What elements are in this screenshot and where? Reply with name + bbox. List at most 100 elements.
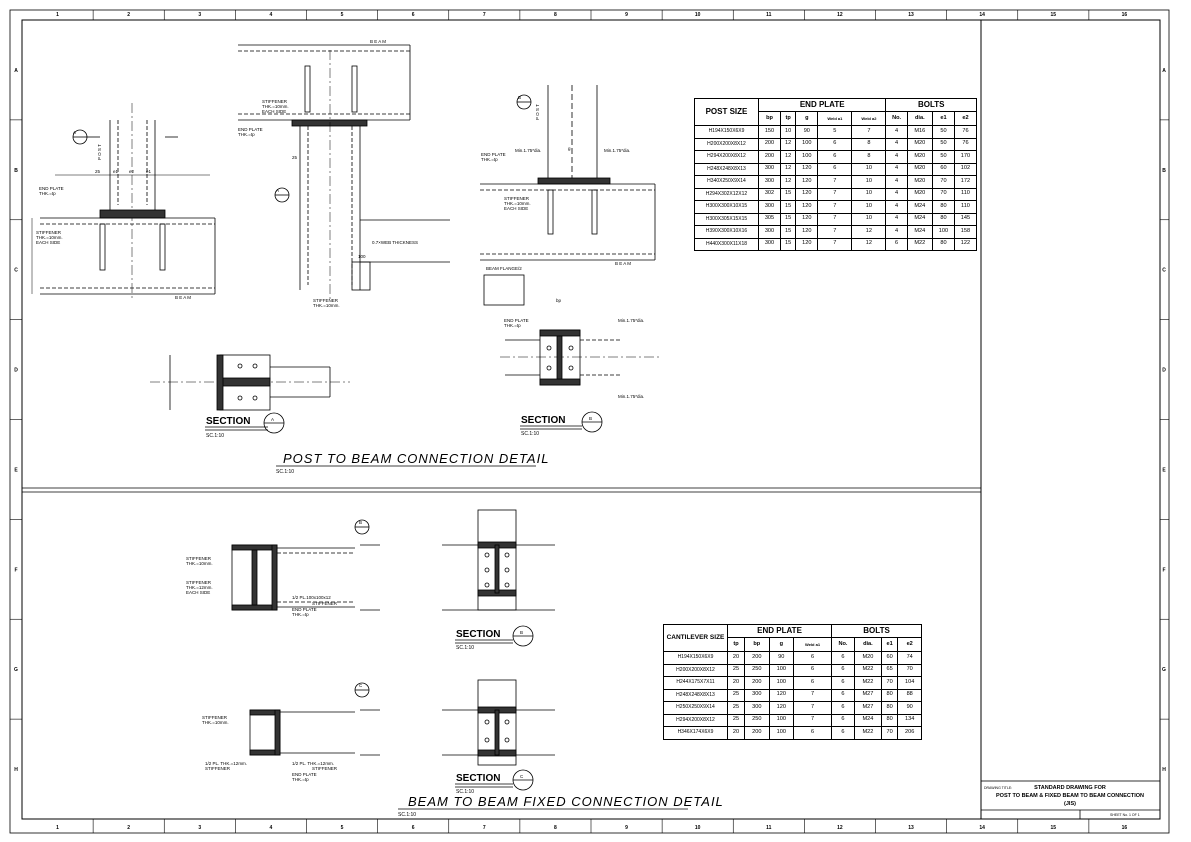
section-a-mark: A [271,417,274,422]
end-plate-label-3: END PLATE [481,152,506,157]
grid-col-label: 9 [625,825,628,831]
grid-col-label: 13 [908,12,914,18]
dim-e1-1: e1 [113,169,119,174]
cut-a-mark: A [73,130,76,135]
dim-25-1: 25 [95,169,101,174]
beam-label-2: B E A M [370,39,386,44]
value-cell: 10 [851,200,887,214]
value-cell: 300 [744,688,770,702]
value-cell: M20 [853,651,882,665]
post-to-beam-elevation-1 [31,103,216,300]
value-cell: 6 [831,688,855,702]
cut-c-mark: C [359,683,363,688]
size-cell: H244X175X7X11 [663,676,728,690]
value-cell: 6 [831,726,855,740]
size-cell: H248X248X8X13 [694,162,759,176]
post-to-beam-elevation-2 [238,44,450,300]
value-cell: 7 [817,187,853,201]
value-cell: 90 [768,651,795,665]
grid-col-label: 5 [341,12,344,18]
section-a-scale: SC.1:10 [206,433,224,439]
cut-b-mark-bottom: B [359,520,362,525]
dim-g-3: g [568,146,571,151]
value-cell: 100 [931,225,955,239]
subheader-cell: bp [758,111,781,126]
value-cell: 300 [758,175,781,189]
value-cell: 110 [953,187,978,201]
subheader-cell: e2 [897,637,922,652]
stiffener-label-c1: STIFFENER [202,715,228,720]
bottom-detail-scale: SC.1:10 [398,812,416,818]
cut-a-mark-2: A [276,188,279,193]
value-cell: 158 [953,225,978,239]
value-cell: M22 [853,726,882,740]
grid-row-label: F [1162,567,1165,573]
value-cell: 7 [817,225,853,239]
value-cell: M24 [853,713,882,727]
half-pl-label: 1/2 PL.100x100x12 [292,595,331,600]
subheader-cell: e2 [953,111,978,126]
grid-row-label: E [1162,467,1166,473]
end-plate-thk-c: THK.=tp [292,777,309,782]
size-cell: H294X200X8X12 [694,150,759,164]
value-cell: 120 [795,187,819,201]
top-detail-title: POST TO BEAM CONNECTION DETAIL [283,451,549,466]
value-cell: 20 [726,651,746,665]
cant-end-plate-header: END PLATE [726,624,833,638]
section-a-view [150,354,350,434]
dim-bp-b: bp [556,298,562,303]
grid-col-label: 11 [766,12,772,18]
value-cell: 300 [758,225,781,239]
size-cell: H300X300X10X15 [694,200,759,214]
value-cell: 170 [953,150,978,164]
value-cell: 4 [885,150,908,164]
value-cell: 10 [779,125,797,139]
value-cell: 6 [792,663,833,677]
stiffener-thk-1: THK.=10mm. [36,235,63,240]
value-cell: 7 [817,175,853,189]
size-cell: H294X200X8X12 [663,713,728,727]
section-b-mark: B [589,416,592,421]
value-cell: M20 [906,150,933,164]
grid-col-label: 10 [695,12,701,18]
title-block-line1: STANDARD DRAWING FOR [1034,785,1106,791]
subheader-cell: dia. [853,637,882,652]
grid-col-label: 1 [56,825,59,831]
size-cell: H390X300X10X16 [694,225,759,239]
value-cell: 6 [831,713,855,727]
grid-row-label: F [14,567,17,573]
value-cell: 50 [931,125,955,139]
value-cell: 120 [795,200,819,214]
value-cell: 70 [880,726,899,740]
value-cell: 20 [726,726,746,740]
value-cell: M20 [906,137,933,151]
value-cell: 76 [953,125,978,139]
section-c-mark: C [520,774,524,779]
value-cell: 70 [880,676,899,690]
value-cell: 6 [817,162,853,176]
half-pl-thk-c1: 1/2 PL. THK.=12mm. [205,761,247,766]
subheader-cell: tp [726,637,746,652]
value-cell: 4 [885,175,908,189]
beam-flange-label: BEAM FLANGE/2 [486,266,522,271]
section-b-bottom-mark: B [520,630,523,635]
half-pl-stiffener: STIFFENER [312,601,338,606]
subheader-cell: e1 [880,637,899,652]
stiffener-thk-3: THK.=10mm. [313,303,340,308]
value-cell: 145 [953,212,978,226]
value-cell: 65 [880,663,899,677]
value-cell: 302 [758,187,781,201]
value-cell: 7 [792,713,833,727]
value-cell: M20 [906,187,933,201]
end-plate-label-b: END PLATE [504,318,529,323]
